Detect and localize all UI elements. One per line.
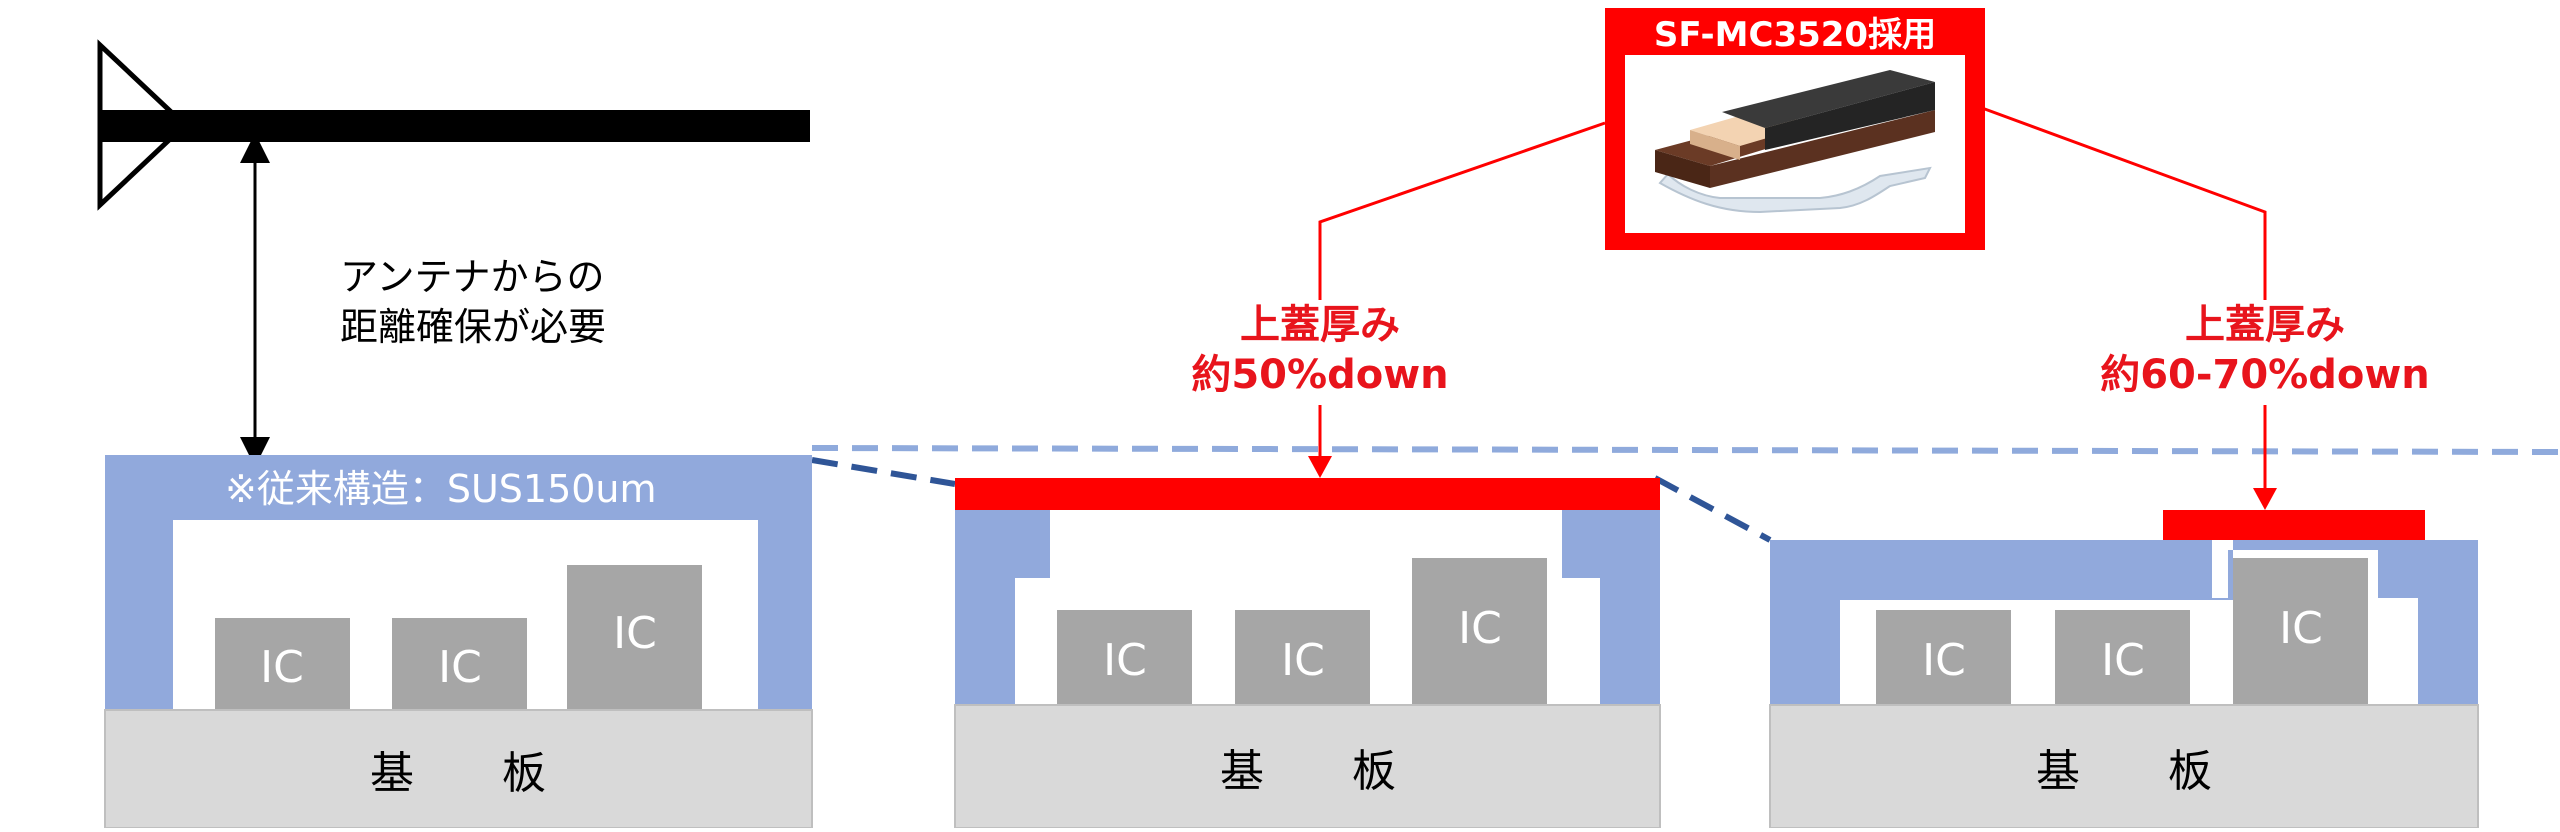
left-panel: アンテナからの 距離確保が必要 ※従来構造：SUS150um IC IC IC … <box>97 39 813 829</box>
substrate <box>954 704 1661 829</box>
right-panel: IC IC IC 基 板 上蓋厚み 約60-70%down <box>1769 302 2479 829</box>
antenna-note-line-2: 距離確保が必要 <box>340 305 606 349</box>
ic-label: IC <box>2101 635 2145 686</box>
ic-label: IC <box>1103 635 1147 686</box>
callout-arrow-head <box>1308 456 1332 478</box>
antenna-note-line-1: アンテナからの <box>340 255 604 299</box>
product-label: SF-MC3520採用 <box>1654 15 1936 55</box>
case-shield <box>1770 540 2478 705</box>
ic-label: IC <box>1922 635 1966 686</box>
ic-label: IC <box>2279 603 2323 654</box>
thin-lid <box>2163 510 2425 540</box>
ic-chip <box>215 618 350 712</box>
callout-line-1: 上蓋厚み <box>2185 302 2345 348</box>
substrate-label: 基 板 <box>370 748 546 799</box>
ic-chip <box>2055 610 2190 707</box>
ic-chip <box>392 618 527 712</box>
reference-dashed-line <box>811 445 2559 455</box>
ic-label: IC <box>438 642 482 693</box>
leader-line-left <box>1318 121 1606 300</box>
case-label: ※従来構造：SUS150um <box>225 467 657 511</box>
ic-label: IC <box>1458 603 1502 654</box>
thin-lid <box>955 478 1660 510</box>
substrate <box>104 709 813 829</box>
ic-chip <box>1412 558 1547 707</box>
case-shield <box>105 455 812 710</box>
slope-dashed-line-1 <box>811 457 956 487</box>
substrate-label: 基 板 <box>2036 746 2212 797</box>
callout-line-2: 約50%down <box>1191 352 1448 398</box>
ic-chip <box>567 565 702 712</box>
material-layers-icon <box>1655 70 1935 214</box>
ic-label: IC <box>1281 635 1325 686</box>
ic-label: IC <box>260 642 304 693</box>
antenna-bar <box>100 110 810 142</box>
ic-chip <box>1876 610 2011 707</box>
ic-chip <box>1057 610 1192 707</box>
substrate-label: 基 板 <box>1220 746 1396 797</box>
callout-line-2: 約60-70%down <box>2100 352 2430 398</box>
callout-arrow-head <box>2253 488 2277 510</box>
product-callout: SF-MC3520採用 <box>1318 8 2267 300</box>
substrate <box>1769 704 2479 829</box>
slope-dashed-line-2 <box>1653 475 1772 543</box>
ic-chip <box>1235 610 1370 707</box>
middle-panel: IC IC IC 基 板 上蓋厚み 約50%down <box>954 302 1661 829</box>
inner-cavity <box>2378 598 2418 705</box>
ic-label: IC <box>613 608 657 659</box>
ic-chip <box>2233 558 2368 707</box>
callout-line-1: 上蓋厚み <box>1240 302 1400 348</box>
leader-line-right <box>1981 106 2267 300</box>
